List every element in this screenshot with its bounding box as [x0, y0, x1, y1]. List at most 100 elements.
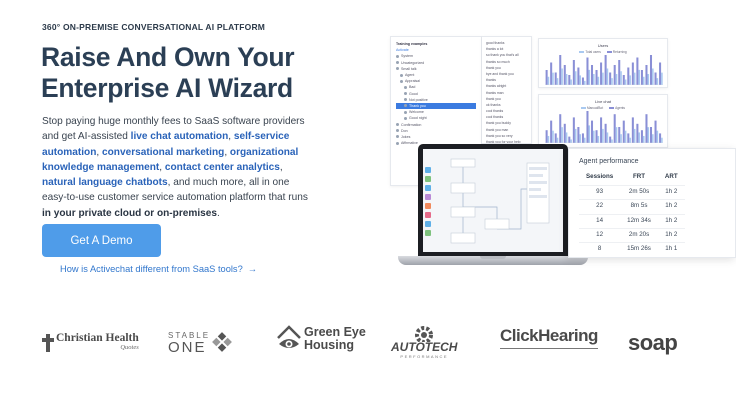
table-cell: 12m 34s	[620, 213, 658, 229]
tree-node-icon	[404, 110, 407, 114]
bar-mark-secondary	[579, 75, 581, 85]
column-header: FRT	[633, 173, 646, 180]
bar-mark-secondary	[570, 139, 572, 143]
tree-node-icon	[404, 98, 407, 102]
tree-item[interactable]: Thank you	[396, 102, 476, 110]
bar-mark	[649, 127, 653, 143]
bar-mark-secondary	[642, 135, 645, 143]
tree-node-icon	[404, 104, 407, 108]
bar-mark-secondary	[588, 125, 591, 143]
tree-item[interactable]: Small talk	[396, 66, 476, 72]
body-sep: ,	[96, 146, 103, 158]
eye-house-icon	[277, 325, 301, 348]
tree-item[interactable]: Uncategorized	[396, 60, 476, 66]
logo-autotech-name: AUTOTECH	[391, 340, 458, 354]
tree-node-icon	[404, 85, 407, 89]
keyword-contact-center-analytics: contact center analytics	[164, 161, 280, 173]
logo-green-eye-line1: Green Eye	[304, 325, 366, 339]
bar-mark-secondary	[565, 74, 568, 85]
tree-item[interactable]: Jokes	[396, 134, 476, 140]
saas-comparison-link-label: How is Activechat different from SaaS to…	[60, 264, 243, 274]
bar-mark	[590, 65, 594, 85]
keyword-live-chat: live chat automation	[130, 131, 229, 143]
tree-item[interactable]: Bad	[396, 84, 476, 90]
logo-autotech-sub: PERFORMANCE	[400, 354, 449, 359]
tree-item[interactable]: Welcome	[396, 109, 476, 115]
users-bar-chart	[545, 55, 663, 85]
tree-item[interactable]: Don	[396, 128, 476, 134]
legend-label: Manual/Bot	[586, 106, 604, 110]
bar-mark-secondary	[620, 134, 622, 143]
chat-line: cool thanks	[486, 109, 504, 114]
chat-line: ok thanks	[486, 102, 501, 107]
bar-mark-secondary	[661, 72, 663, 85]
agent-performance-title: Agent performance	[579, 158, 639, 165]
hero-description: Stop paying huge monthly fees to SaaS so…	[42, 114, 314, 221]
bar-mark-secondary	[547, 76, 550, 85]
tree-item[interactable]: Good	[396, 91, 476, 97]
bar-mark-secondary	[547, 135, 550, 143]
bar-mark	[581, 77, 584, 85]
bar-mark	[654, 72, 657, 85]
table-header-row: Sessions FRT ART	[579, 173, 685, 186]
chat-line: thank you	[486, 96, 501, 101]
saas-comparison-link[interactable]: How is Activechat different from SaaS to…	[60, 264, 257, 274]
bar-mark-secondary	[656, 78, 659, 85]
logo-stable-one-top: STABLE	[168, 331, 211, 340]
chat-line: thank you buddy	[486, 121, 511, 126]
tree-node-icon	[396, 141, 399, 145]
bar-mark	[636, 57, 639, 85]
table-cell: 22	[579, 199, 621, 215]
bar-mark	[618, 127, 621, 143]
bar-mark-secondary	[638, 69, 640, 85]
logo-autotech: AUTOTECH PERFORMANCE	[391, 324, 457, 359]
bar-mark	[550, 120, 553, 143]
legend-item: Agents	[609, 106, 625, 110]
keyword-self-service: self-service automation	[42, 131, 290, 158]
bar-mark-secondary	[583, 80, 586, 85]
bar-mark-secondary	[611, 78, 613, 85]
bar-mark	[627, 133, 630, 143]
keyword-knowledge-management: organizational knowledge management	[42, 146, 299, 173]
tree-item[interactable]: Agent	[396, 72, 476, 78]
bar-mark-secondary	[638, 132, 640, 143]
get-demo-button[interactable]: Get A Demo	[42, 224, 161, 257]
bar-mark-secondary	[620, 71, 622, 85]
tree-node-icon	[400, 79, 403, 83]
bar-mark-secondary	[629, 137, 631, 143]
bar-mark-secondary	[597, 76, 600, 85]
legend-item: Total users	[579, 50, 601, 54]
bar-mark-secondary	[593, 74, 595, 85]
table-cell: 1h 2	[657, 227, 685, 243]
logo-stable-one: STABLE ONE	[168, 330, 232, 355]
eyebrow-label: 360° ON-PREMISE CONVERSATIONAL AI PLATFO…	[42, 22, 266, 32]
table-cell: 1h 2	[657, 184, 685, 200]
logo-green-eye-line2: Housing	[304, 338, 354, 352]
bar-mark-secondary	[561, 68, 563, 85]
bar-mark-secondary	[647, 127, 650, 143]
tree-item[interactable]: Affirmative	[396, 140, 476, 146]
live-chat-bar-chart	[545, 111, 663, 143]
bar-mark	[572, 117, 575, 143]
bar-mark-secondary	[615, 127, 618, 143]
tree-item[interactable]: Appraisal	[396, 78, 476, 84]
table-cell: 1h 1	[657, 242, 685, 257]
tree-item[interactable]: System	[396, 53, 476, 59]
bar-mark	[545, 130, 548, 143]
tree-item[interactable]: Confirmation	[396, 121, 476, 127]
tree-node-icon	[396, 61, 399, 65]
bar-mark-secondary	[561, 127, 563, 143]
table-cell: 1h 2	[657, 213, 685, 229]
tree-item[interactable]: Good night	[396, 115, 476, 121]
tree-node-icon	[396, 129, 399, 133]
bar-mark-secondary	[574, 71, 577, 85]
logo-christian-health: Christian Health Quotes	[42, 332, 139, 352]
tree-item-label: Small talk	[401, 66, 417, 71]
bar-mark	[572, 60, 575, 85]
bar-mark	[631, 62, 634, 85]
bar-mark	[568, 136, 571, 143]
tree-item[interactable]: Not positive	[396, 97, 476, 103]
